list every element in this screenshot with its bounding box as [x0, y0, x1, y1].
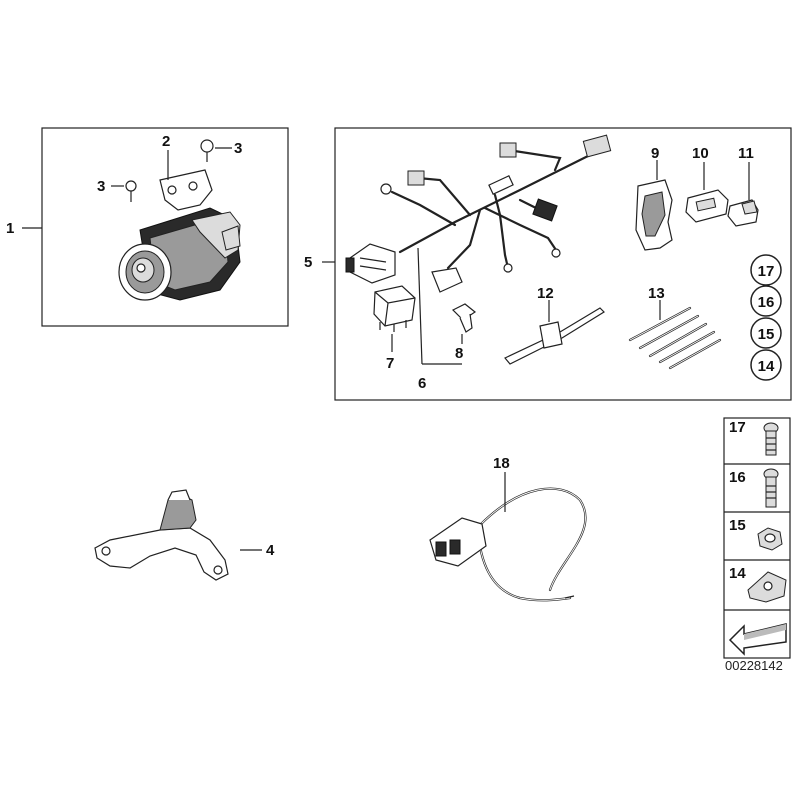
- table-label-16: 16: [729, 469, 746, 486]
- circled-callout-17: 17: [758, 263, 775, 280]
- group-1-box: [41, 127, 289, 327]
- callout-11: 11: [738, 145, 754, 162]
- callout-12: 12: [537, 285, 554, 302]
- table-label-14: 14: [729, 565, 746, 582]
- holder-part-10: [685, 189, 729, 223]
- callout-13: 13: [648, 285, 665, 302]
- arrow-icon: [728, 623, 787, 656]
- fog-light-part: [118, 169, 241, 301]
- callout-3-right: 3: [234, 140, 242, 157]
- callout-9: 9: [651, 145, 659, 162]
- clip-nut-icon: [747, 571, 787, 603]
- cable-ties-part: [628, 306, 722, 370]
- callout-2: 2: [162, 133, 170, 150]
- screw-icon: [125, 139, 214, 202]
- circled-callout-16: 16: [758, 294, 775, 311]
- diagram-reference-number: 00228142: [725, 658, 783, 673]
- callout-5: 5: [304, 254, 312, 271]
- circled-callout-14: 14: [758, 358, 775, 375]
- callout-18: 18: [493, 455, 510, 472]
- callout-1: 1: [6, 220, 14, 237]
- fuse-part: [451, 303, 477, 333]
- hardware-side-table: 17 16 15 14: [723, 417, 791, 659]
- table-label-17: 17: [729, 419, 746, 436]
- callout-7: 7: [386, 355, 394, 372]
- mounting-bracket-part: [94, 489, 229, 581]
- callout-3-left: 3: [97, 178, 105, 195]
- bolt-icon: [763, 468, 779, 508]
- circled-callout-15: 15: [758, 326, 775, 343]
- nut-icon: [757, 527, 783, 551]
- clip-part-9: [635, 179, 673, 251]
- relay-part: [373, 285, 416, 332]
- circled-callout-list: 17 16 15 14: [750, 254, 782, 381]
- connector-cable-part: [429, 487, 587, 602]
- bolt-icon: [763, 422, 779, 456]
- callout-6: 6: [418, 375, 426, 392]
- group-5-box: [334, 127, 792, 401]
- cap-part-11: [727, 199, 759, 227]
- callout-4: 4: [266, 542, 275, 559]
- cable-tie-holder-part: [504, 307, 605, 365]
- wiring-harness-part: [345, 134, 612, 293]
- table-label-15: 15: [729, 517, 746, 534]
- callout-8: 8: [455, 345, 463, 362]
- callout-10: 10: [692, 145, 709, 162]
